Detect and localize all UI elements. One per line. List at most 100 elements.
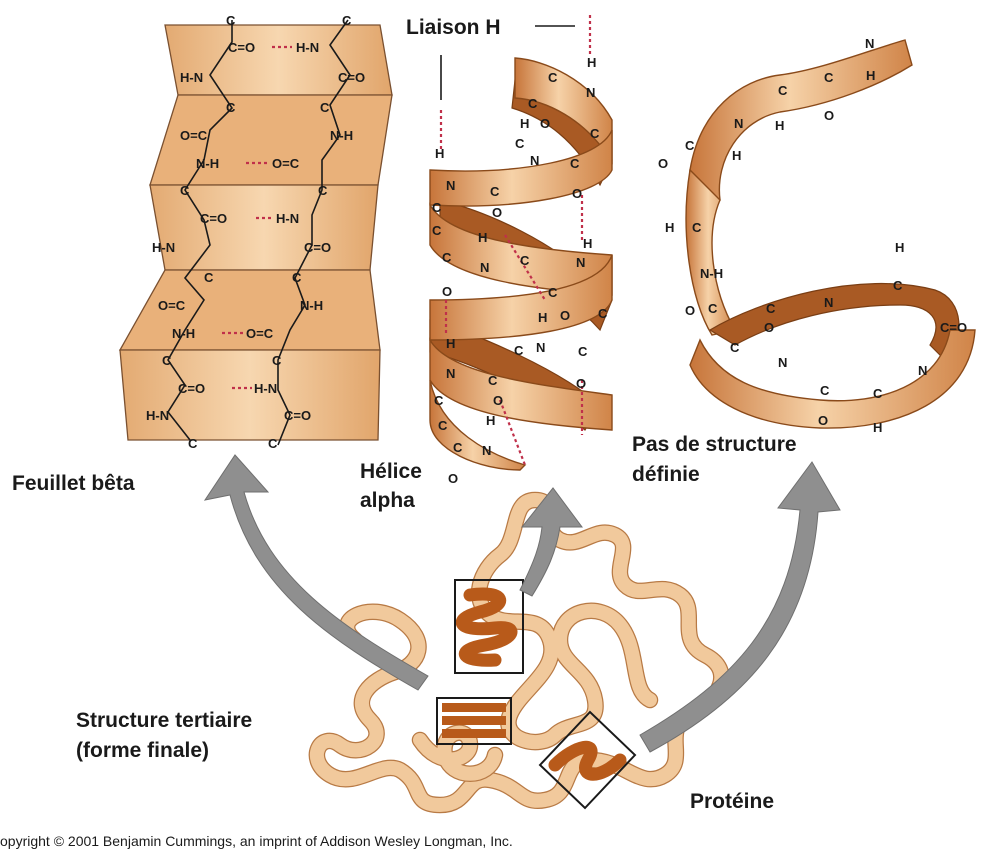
atom: H [732, 148, 741, 163]
atom-group: C=O [304, 240, 331, 255]
atom: N [778, 355, 787, 370]
atom-group: H-N [146, 408, 169, 423]
protein-sheet-strand-3 [442, 729, 506, 738]
atom: C [708, 301, 718, 316]
atom: C [590, 126, 600, 141]
atom: N [918, 363, 927, 378]
label-alpha-helix-2: alpha [360, 489, 415, 512]
atom: C [692, 220, 702, 235]
atom: C [570, 156, 580, 171]
atom: C [488, 373, 498, 388]
label-random-coil-1: Pas de structure [632, 433, 797, 456]
atom: C [528, 96, 538, 111]
atom: N [480, 260, 489, 275]
atom: C [778, 83, 788, 98]
atom-group: O=C [272, 156, 300, 171]
atom: O [658, 156, 668, 171]
atom: O [493, 393, 503, 408]
atom: C [432, 223, 442, 238]
atom: H [775, 118, 784, 133]
atom: H [538, 310, 547, 325]
atom: O [442, 284, 452, 299]
atom: O [685, 303, 695, 318]
atom: C [685, 138, 695, 153]
atom: C [824, 70, 834, 85]
atom-group: H-N [296, 40, 319, 55]
atom: H [866, 68, 875, 83]
atom-group: N-H [300, 298, 323, 313]
atom: N [865, 36, 874, 51]
atom: C [442, 250, 452, 265]
arrow-to-random-coil [640, 462, 840, 752]
atom: H [583, 236, 592, 251]
atom: C [766, 301, 776, 316]
atom: C [820, 383, 830, 398]
protein-loop [420, 733, 495, 774]
label-liaison-h: Liaison H [406, 16, 501, 39]
atom: H [587, 55, 596, 70]
atom-group: C=O [228, 40, 255, 55]
atom: C [292, 270, 302, 285]
atom: C [272, 353, 282, 368]
atom: C [162, 353, 172, 368]
atom: N [482, 443, 491, 458]
atom: C [180, 183, 190, 198]
atom-group: H-N [180, 70, 203, 85]
atom: O [560, 308, 570, 323]
atom-group: C=O [284, 408, 311, 423]
atom: N [824, 295, 833, 310]
atom: O [824, 108, 834, 123]
sheet-panel-5 [120, 350, 380, 440]
atom-group: C=O [940, 320, 967, 335]
atom-group: N-H [172, 326, 195, 341]
atom: C [548, 70, 558, 85]
label-protein: Protéine [690, 790, 774, 813]
atom: O [764, 320, 774, 335]
coil-loop-back [710, 284, 959, 360]
atom: N [576, 255, 585, 270]
atom: C [268, 436, 278, 451]
atom: C [730, 340, 740, 355]
atom: H [520, 116, 529, 131]
protein-sheet-strand-1 [442, 703, 506, 712]
atom: O [540, 116, 550, 131]
atom-group: N-H [700, 266, 723, 281]
atom: O [576, 376, 586, 391]
atom: C [873, 386, 883, 401]
atom-group: H-N [254, 381, 277, 396]
atom: O [492, 205, 502, 220]
atom: C [490, 184, 500, 199]
atom: O [572, 186, 582, 201]
atom-group: N-H [330, 128, 353, 143]
atom: C [438, 418, 448, 433]
atom: H [446, 336, 455, 351]
atom-group: C=O [338, 70, 365, 85]
label-tertiary-1: Structure tertiaire [76, 709, 252, 732]
atom-group: O=C [246, 326, 274, 341]
atom-group: N-H [196, 156, 219, 171]
protein-sheet-strand-2 [442, 716, 506, 725]
atom: C [598, 306, 608, 321]
atom-group: C=O [200, 211, 227, 226]
beta-sheet: C C C=O H-N H-N C=O C C O=C N-H N-H O=C … [120, 13, 392, 451]
atom: N [586, 85, 595, 100]
label-random-coil-2: définie [632, 463, 700, 486]
atom: C [434, 393, 444, 408]
atom: H [478, 230, 487, 245]
atom: C [548, 285, 558, 300]
label-beta-sheet: Feuillet bêta [12, 472, 135, 495]
atom: C [515, 136, 525, 151]
atom: H [486, 413, 495, 428]
atom: C [320, 100, 330, 115]
atom: N [536, 340, 545, 355]
atom: C [520, 253, 530, 268]
copyright-notice: opyright © 2001 Benjamin Cummings, an im… [0, 833, 513, 849]
label-alpha-helix-1: Hélice [360, 460, 422, 483]
coil-top-arc [690, 40, 912, 201]
atom: N [530, 153, 539, 168]
atom-group: H-N [276, 211, 299, 226]
label-tertiary-2: (forme finale) [76, 739, 209, 762]
atom: C [893, 278, 903, 293]
alpha-helix: H C N C H O C H C N C N C O C O C H H C … [430, 15, 612, 486]
